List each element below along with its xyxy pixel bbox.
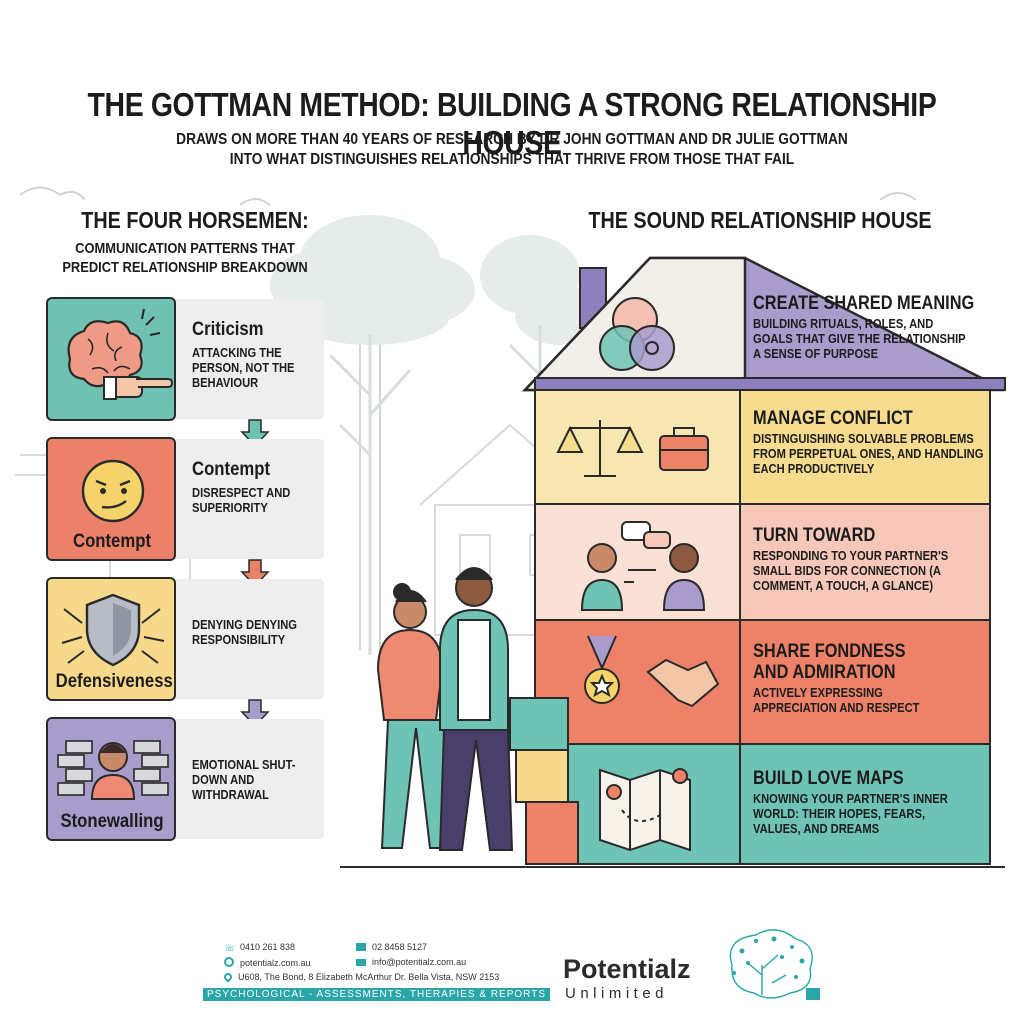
couple-thinking-illustration [376, 567, 514, 851]
page-subtitle-line2: INTO WHAT DISTINGUISHES RELATIONSHIPS TH… [229, 151, 795, 168]
house-floor-description: DISTINGUISHING SOLVABLE PROBLEMS FROM PE… [753, 431, 984, 476]
brand-accent-square [806, 988, 820, 1000]
horseman-icon-box [46, 297, 176, 421]
page-subtitle-line1: DRAWS ON MORE THAN 40 YEARS OF RESEARCH … [176, 131, 848, 148]
horseman-tag: Stonewalling [60, 811, 164, 832]
four-horsemen-heading: THE FOUR HORSEMEN: [81, 207, 309, 233]
location-pin-icon [222, 971, 234, 983]
horseman-card-defensiveness: Defensiveness DENYING DENYING RESPONSIBI… [46, 577, 324, 701]
horseman-card-criticism: Criticism ATTACKING THE PERSON, NOT THE … [46, 297, 324, 421]
footer-phone: 02 8458 5127 [372, 942, 428, 952]
horseman-description: EMOTIONAL SHUT-DOWN AND WITHDRAWAL [192, 757, 296, 802]
four-horsemen-subheading-line1: COMMUNICATION PATTERNS THAT [75, 240, 295, 257]
house-floor-create-shared-meaning: CREATE SHARED MEANING BUILDING RITUALS, … [753, 293, 993, 361]
page-title: THE GOTTMAN METHOD: BUILDING A STRONG RE… [87, 86, 937, 161]
scales-briefcase-icon [556, 420, 709, 477]
house-floor-title: MANAGE CONFLICT [753, 408, 913, 429]
couple-talking-icon [580, 521, 706, 611]
horseman-icon-box: Defensiveness [46, 577, 176, 701]
house-floor-description: KNOWING YOUR PARTNER'S INNER WORLD: THEI… [753, 791, 948, 836]
four-horsemen-subheading-line2: PREDICT RELATIONSHIP BREAKDOWN [62, 259, 308, 276]
footer-email-link[interactable]: info@potentialz.com.au [372, 957, 467, 967]
house-floor-description: BUILDING RITUALS, ROLES, AND GOALS THAT … [753, 316, 966, 361]
horseman-name: Contempt [192, 459, 271, 480]
horseman-description: ATTACKING THE PERSON, NOT THE BEHAVIOUR [192, 345, 295, 390]
footer-website-row[interactable]: potentialz.com.au [224, 957, 311, 968]
horseman-tag: Contempt [72, 531, 152, 552]
horseman-card-contempt: Contempt Contempt DISRESPECT AND SUPERIO… [46, 437, 324, 561]
footer-tagline: PSYCHOLOGICAL - ASSESSMENTS, THERAPIES &… [203, 988, 550, 1001]
house-floor-title-line1: SHARE FONDNESS [753, 641, 906, 662]
map-icon [599, 768, 691, 852]
medal-handshake-icon [584, 635, 720, 708]
shield-icon [61, 593, 165, 667]
house-floor-build-love-maps: BUILD LOVE MAPS KNOWING YOUR PARTNER'S I… [753, 768, 993, 836]
horseman-name: Criticism [192, 319, 264, 340]
horseman-description: DENYING DENYING RESPONSIBILITY [192, 617, 297, 647]
house-floor-description: ACTIVELY EXPRESSING APPRECIATION AND RES… [753, 685, 920, 715]
phone-icon: ☏ [224, 943, 236, 953]
footer-email-row[interactable]: info@potentialz.com.au [356, 957, 466, 967]
house-floor-turn-toward: TURN TOWARD RESPONDING TO YOUR PARTNER'S… [753, 525, 993, 593]
footer-phone-row: 02 8458 5127 [356, 942, 427, 952]
house-floor-manage-conflict: MANAGE CONFLICT DISTINGUISHING SOLVABLE … [753, 408, 993, 476]
fax-icon [356, 943, 366, 951]
house-floor-title: CREATE SHARED MEANING [753, 293, 975, 314]
horseman-icon-box: Stonewalling [46, 717, 176, 841]
footer-address: U608, The Bond, 8 Elizabeth McArthur Dr.… [238, 972, 500, 982]
footer-mobile-row: ☏ 0410 261 838 [224, 942, 295, 953]
smirk-face-icon [81, 459, 145, 523]
brick-wall-person-icon [57, 740, 169, 800]
brand-subtitle: Unlimited [565, 985, 669, 1002]
horseman-card-stonewalling: Stonewalling EMOTIONAL SHUT-DOWN AND WIT… [46, 717, 324, 841]
sound-relationship-house-heading: THE SOUND RELATIONSHIP HOUSE [588, 207, 932, 233]
envelope-icon [356, 959, 366, 966]
footer-mobile: 0410 261 838 [240, 942, 296, 952]
venn-symbols-icon [599, 297, 675, 371]
footer-address-row: U608, The Bond, 8 Elizabeth McArthur Dr.… [222, 971, 500, 983]
house-floor-title-line2: AND ADMIRATION [753, 662, 896, 683]
house-floor-description: RESPONDING TO YOUR PARTNER'S SMALL BIDS … [753, 548, 949, 593]
house-floor-title: BUILD LOVE MAPS [753, 768, 904, 789]
house-floor-title: TURN TOWARD [753, 525, 876, 546]
house-floor-share-fondness: SHARE FONDNESS AND ADMIRATION ACTIVELY E… [753, 641, 993, 715]
relationship-house-illustration [376, 256, 1006, 865]
horseman-description: DISRESPECT AND SUPERIORITY [192, 485, 291, 515]
brain-tree-logo-icon [729, 929, 813, 999]
globe-icon [224, 957, 234, 967]
brain-pointing-icon [67, 308, 174, 400]
brand-name: Potentialz [563, 954, 691, 984]
footer-website-link[interactable]: potentialz.com.au [240, 958, 311, 968]
horseman-icon-box: Contempt [46, 437, 176, 561]
horseman-tag: Defensiveness [55, 671, 173, 692]
